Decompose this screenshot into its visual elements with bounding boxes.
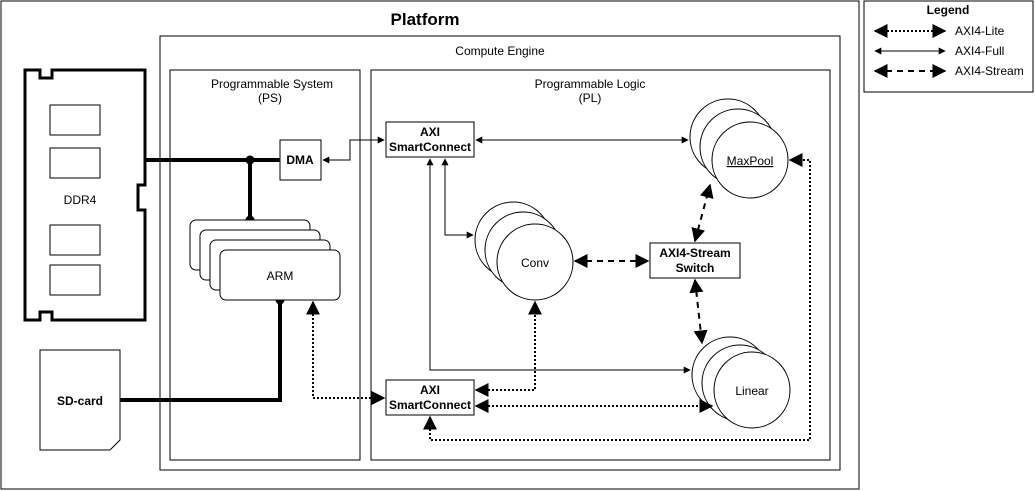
pl-title: Programmable Logic xyxy=(535,77,646,91)
axi-top-line2: SmartConnect xyxy=(389,140,471,154)
axi4-lite-links xyxy=(306,153,811,441)
legend-label-full: AXI4-Full xyxy=(955,44,1004,58)
dma-label: DMA xyxy=(286,153,314,167)
link-dma-axi-top xyxy=(322,136,385,164)
lite-axi-bottom-maxpool xyxy=(423,153,811,441)
compute-engine-title: Compute Engine xyxy=(455,44,545,58)
bus-junction-1 xyxy=(245,155,255,165)
arm-card-front xyxy=(219,249,341,301)
sdcard-shape xyxy=(39,349,121,451)
axi-bottom-line2: SmartConnect xyxy=(389,398,471,412)
ddr4-chip-3 xyxy=(49,224,101,256)
ps-title: Programmable System xyxy=(211,77,333,91)
sdcard-label: SD-card xyxy=(57,394,103,408)
switch-line2: Switch xyxy=(676,261,715,275)
legend-label-lite: AXI4-Lite xyxy=(955,24,1005,38)
axi-top-line1: AXI xyxy=(420,125,440,139)
ddr4-label: DDR4 xyxy=(64,193,97,207)
linear-label: Linear xyxy=(735,384,768,398)
maxpool-label: MaxPool xyxy=(727,154,774,168)
legend-title: Legend xyxy=(927,3,970,17)
axi-smartconnect-top xyxy=(385,121,475,158)
platform-title: Platform xyxy=(391,10,460,29)
conv-label: Conv xyxy=(521,256,549,270)
axi-bottom-line1: AXI xyxy=(420,383,440,397)
ps-subtitle: (PS) xyxy=(258,91,282,105)
ddr4-chip-1 xyxy=(49,104,101,136)
legend-label-stream: AXI4-Stream xyxy=(955,64,1024,78)
ddr4-chip-2 xyxy=(49,147,101,179)
lite-arm-axi-bottom xyxy=(306,300,386,405)
pl-subtitle: (PL) xyxy=(579,91,602,105)
arm-label: ARM xyxy=(267,269,294,283)
ddr4-chip-4 xyxy=(49,264,101,296)
dma-box xyxy=(279,139,322,181)
memory-bus xyxy=(120,158,282,402)
switch-line1: AXI4-Stream xyxy=(659,246,730,260)
